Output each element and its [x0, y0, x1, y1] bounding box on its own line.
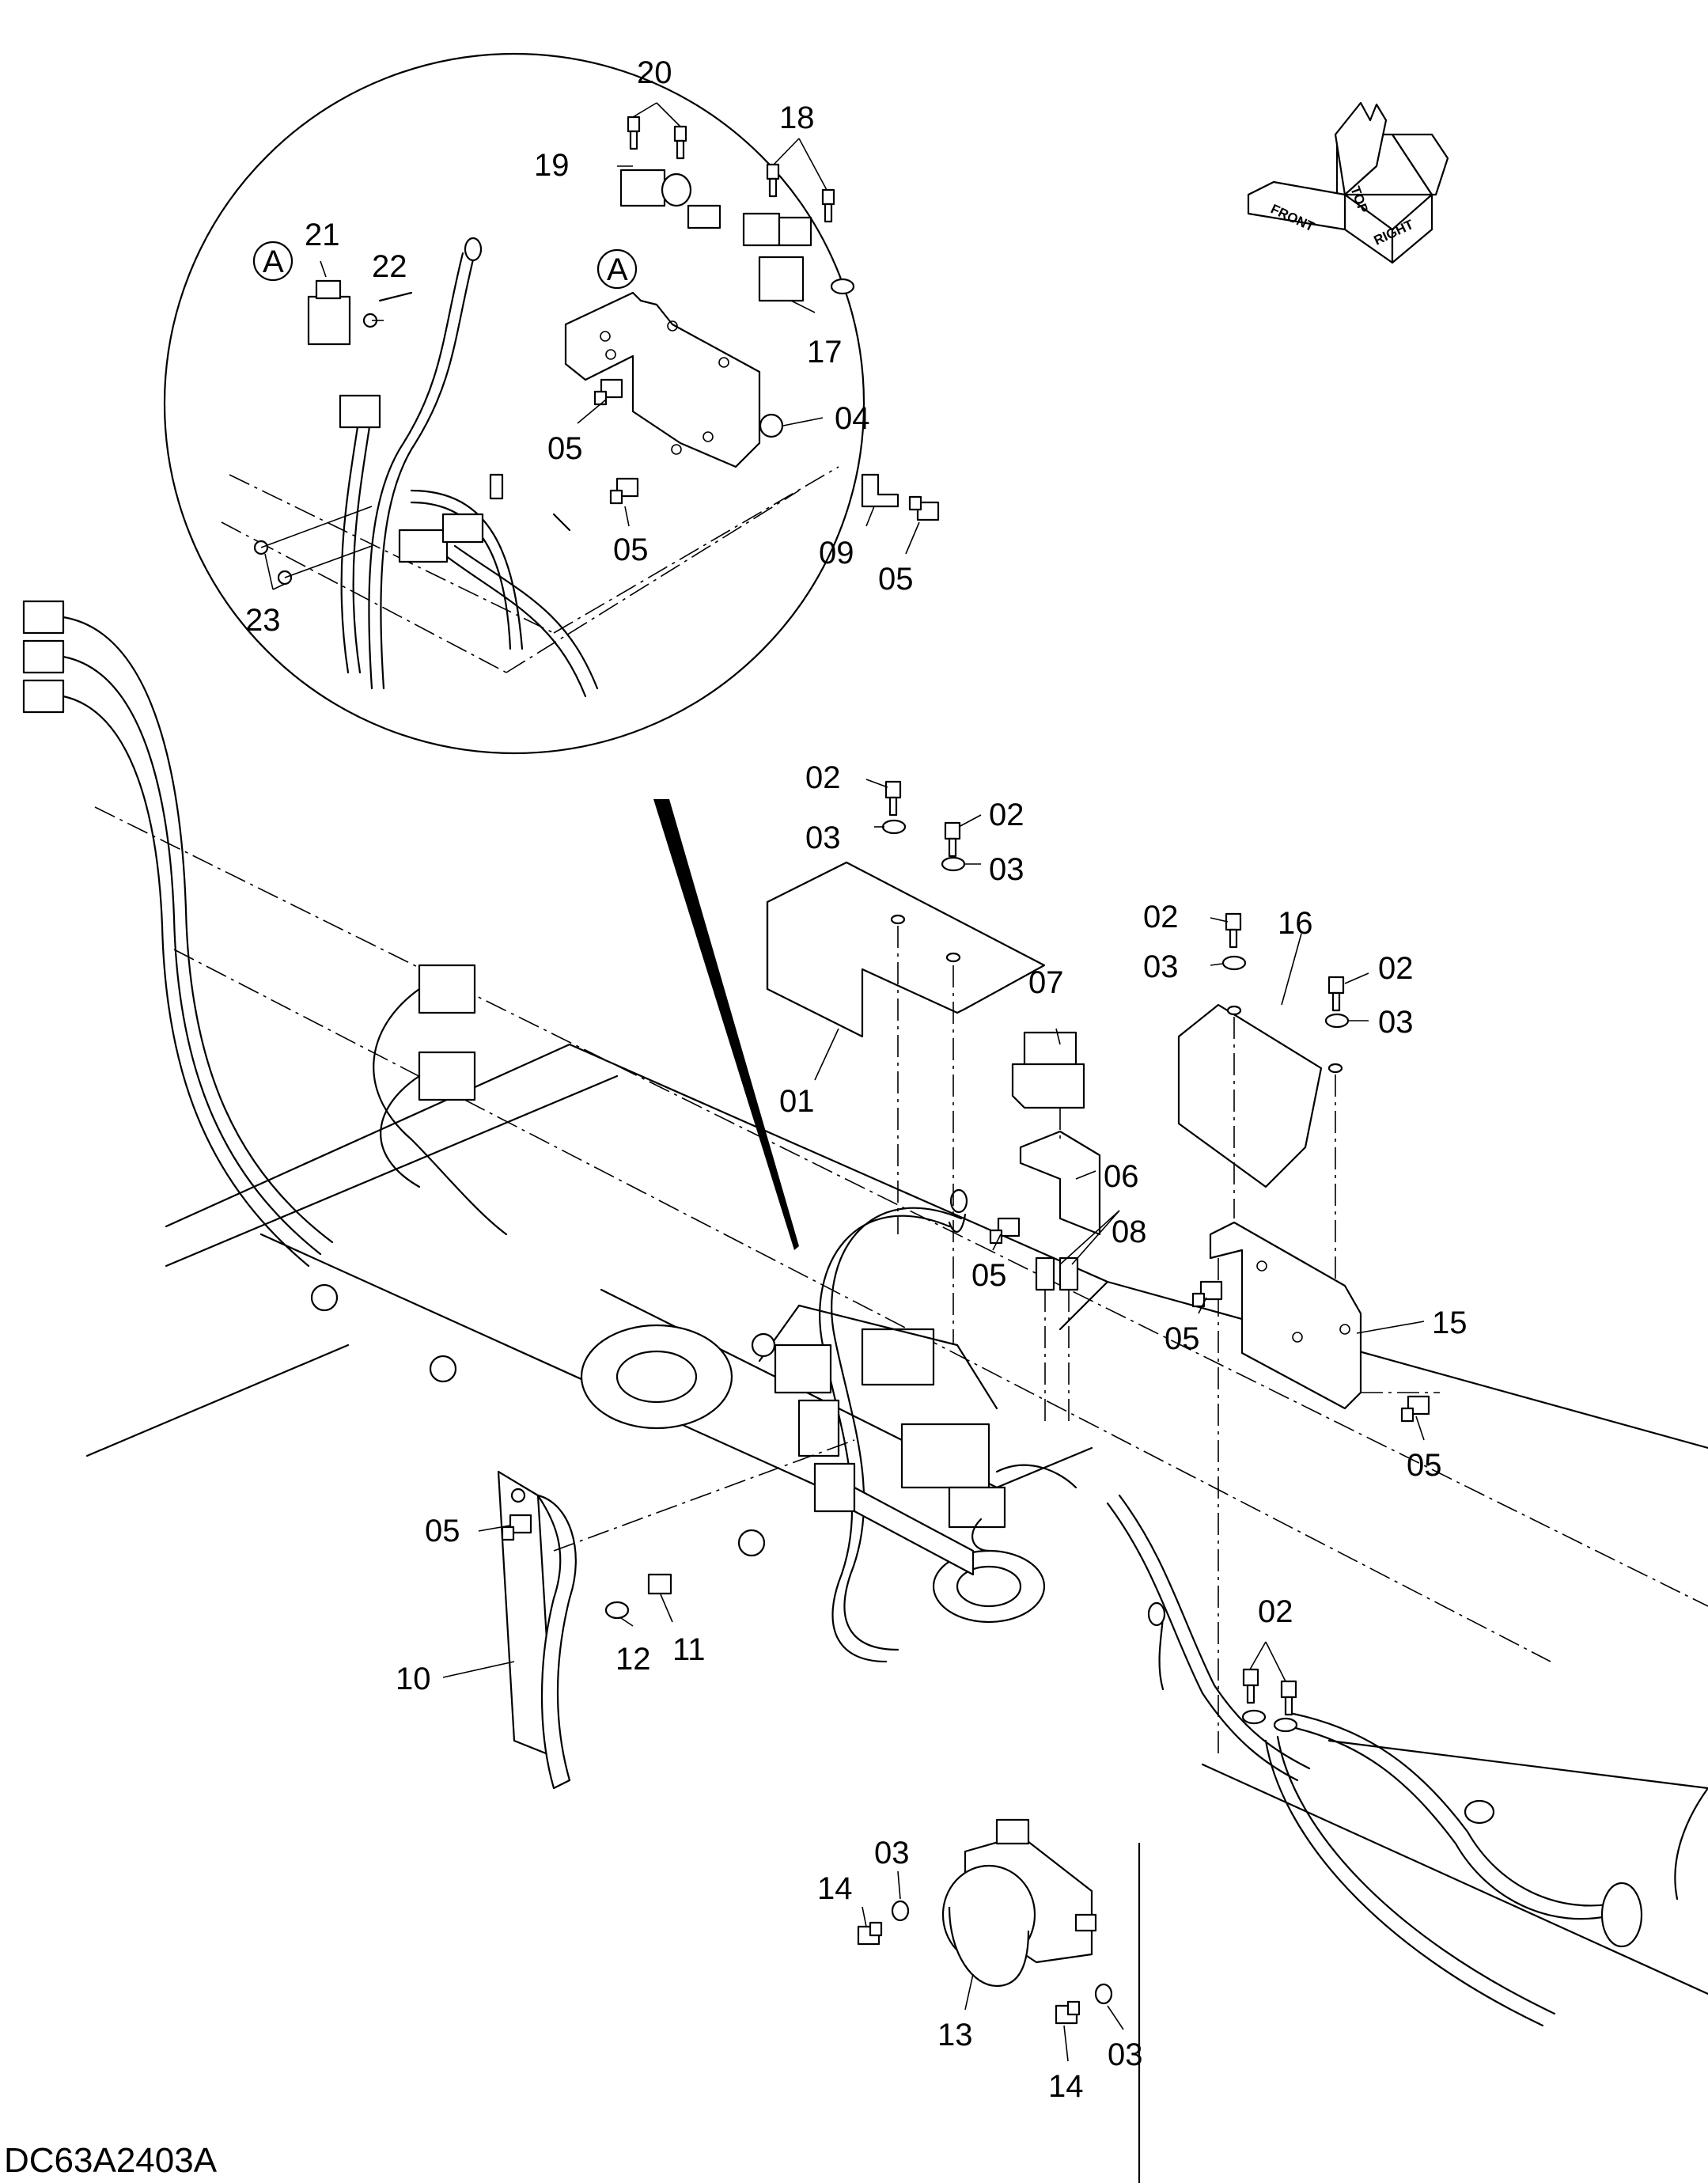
callout-05-f: 05 [1407, 1448, 1442, 1483]
callout-05-g: 05 [425, 1514, 460, 1548]
callout-09: 09 [819, 536, 854, 570]
washer-12 [604, 1601, 630, 1620]
switch-19 [619, 169, 721, 229]
main-harness [22, 600, 1708, 2027]
bolt-11 [647, 1573, 672, 1595]
callout-02-e: 02 [1258, 1594, 1293, 1629]
callout-14-a: 14 [817, 1871, 853, 1906]
relay-17 [742, 212, 855, 302]
callout-22: 22 [372, 249, 407, 284]
screws-18 [766, 163, 835, 223]
callout-21: 21 [305, 218, 340, 252]
orientation-icon: TOP FRONT RIGHT [1247, 101, 1449, 264]
callout-05-a: 05 [547, 431, 583, 466]
connector-08a [1035, 1256, 1055, 1291]
callout-01: 01 [779, 1084, 815, 1119]
callout-03-e: 03 [874, 1836, 910, 1870]
callout-14-b: 14 [1048, 2069, 1084, 2104]
drawing-code: DC63A2403A [4, 2141, 218, 2180]
callout-05-d: 05 [971, 1258, 1007, 1293]
center-components [751, 1304, 1077, 1576]
detail-marker-a-2: A [607, 252, 628, 287]
callout-18: 18 [779, 100, 815, 135]
callout-10: 10 [396, 1662, 431, 1696]
callout-03-d: 03 [1378, 1005, 1414, 1040]
bracket-04 [564, 291, 761, 468]
callout-03-f: 03 [1108, 2037, 1143, 2072]
callout-20: 20 [637, 55, 672, 90]
callout-03-c: 03 [1143, 949, 1179, 984]
callout-02-d: 02 [1378, 951, 1414, 986]
callout-16: 16 [1278, 906, 1313, 941]
stay-06 [1019, 1130, 1101, 1236]
callout-08: 08 [1112, 1215, 1147, 1249]
frame-outline [85, 806, 1708, 2183]
callout-04: 04 [835, 401, 870, 436]
callout-02-b: 02 [989, 798, 1024, 832]
leader-lines [442, 779, 1425, 2062]
motor-13 [941, 1818, 1097, 1988]
callout-05-b: 05 [613, 532, 649, 567]
callout-05-e: 05 [1165, 1321, 1200, 1356]
callout-03-a: 03 [805, 821, 841, 855]
callout-03-b: 03 [989, 852, 1024, 887]
callout-11: 11 [672, 1632, 706, 1667]
bracket-15 [1209, 1221, 1362, 1410]
relay-21 [307, 295, 351, 346]
detail-circle-a [163, 52, 940, 1250]
callout-06: 06 [1104, 1159, 1139, 1194]
stay-09 [861, 473, 899, 508]
callout-05-c: 05 [878, 562, 914, 597]
callout-07: 07 [1028, 965, 1064, 1000]
callout-23: 23 [245, 603, 281, 638]
cover-16 [1177, 1003, 1323, 1188]
callout-02-a: 02 [805, 760, 841, 795]
callout-19: 19 [534, 148, 570, 183]
callout-12: 12 [615, 1642, 651, 1677]
callout-13: 13 [937, 2018, 973, 2052]
callout-02-c: 02 [1143, 900, 1179, 934]
cover-01 [766, 861, 1046, 1038]
fasteners-main [501, 780, 1430, 2025]
callout-labels: 20 19 18 21 22 A A 17 04 05 05 09 05 23 … [4, 55, 1468, 2180]
detail-marker-a-1: A [263, 244, 284, 279]
callout-15: 15 [1432, 1306, 1468, 1340]
callout-17: 17 [807, 335, 843, 370]
